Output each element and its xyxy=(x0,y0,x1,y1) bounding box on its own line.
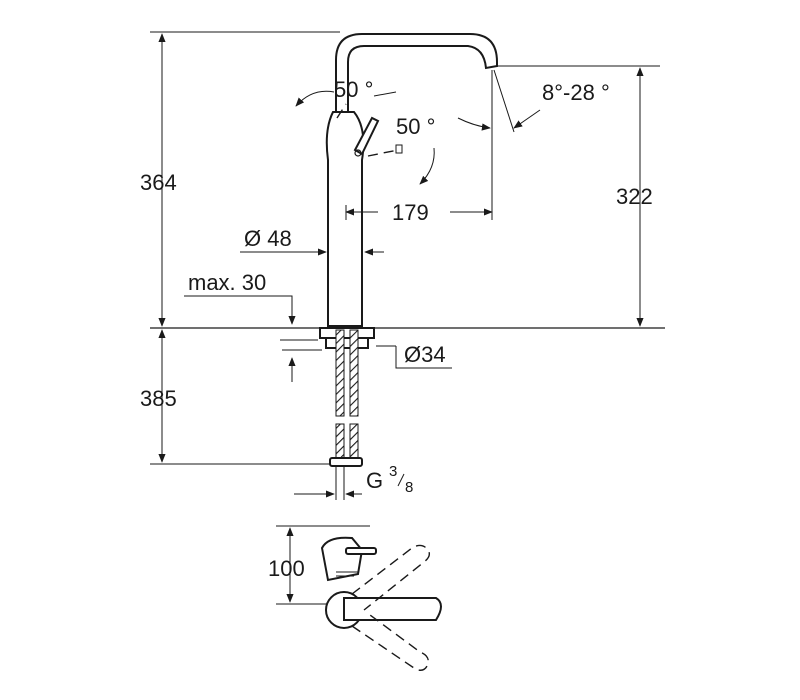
faucet-side-view xyxy=(150,33,665,467)
label-d34: Ø34 xyxy=(404,342,446,367)
label-thread-num: 3 xyxy=(389,463,397,480)
hose-right-upper xyxy=(349,329,359,417)
faucet-plan-view xyxy=(276,525,442,671)
hose-fitting xyxy=(329,457,363,467)
lever-dashed-up xyxy=(336,103,347,119)
label-322: 322 xyxy=(616,184,653,209)
label-max30: max. 30 xyxy=(188,270,266,295)
plan-lever-dashed-up xyxy=(351,544,431,611)
faucet-body xyxy=(325,111,365,327)
label-d48: Ø 48 xyxy=(244,226,292,251)
hose-left-lower xyxy=(335,423,345,461)
fixing-nut xyxy=(325,337,369,349)
dimension-lines xyxy=(150,31,660,500)
plan-spout xyxy=(320,536,364,582)
angle-arc-top xyxy=(295,90,335,107)
deck-plate xyxy=(319,327,375,339)
lever-side xyxy=(353,116,380,156)
label-angle-top: 50 ° xyxy=(334,77,373,102)
dimension-labels: 364 322 385 50 ° 50 ° 8°-28 ° 179 Ø 48 m… xyxy=(140,77,653,581)
label-thread-den: 8 xyxy=(405,479,413,496)
plan-lever-small xyxy=(345,547,377,555)
lever-dashed-side xyxy=(367,149,399,157)
label-100: 100 xyxy=(268,556,305,581)
hose-right-lower xyxy=(349,423,359,461)
spout xyxy=(335,33,498,113)
lever-pivot xyxy=(354,149,362,157)
angle-arc-side xyxy=(419,147,435,185)
plan-lever-dashed-down xyxy=(351,611,430,671)
plan-lever xyxy=(343,597,442,621)
label-385: 385 xyxy=(140,386,177,411)
angle-arc-spout xyxy=(457,117,491,131)
dim-line-d34 xyxy=(395,346,452,369)
label-thread-g: G xyxy=(366,468,383,493)
hose-left-upper xyxy=(335,329,345,417)
label-179: 179 xyxy=(392,200,429,225)
lever-dashed-tip xyxy=(395,144,403,154)
label-spout-tilt: 8°-28 ° xyxy=(542,80,610,105)
label-364: 364 xyxy=(140,170,177,195)
label-angle-side: 50 ° xyxy=(396,114,435,139)
dim-line-max30 xyxy=(184,295,296,325)
